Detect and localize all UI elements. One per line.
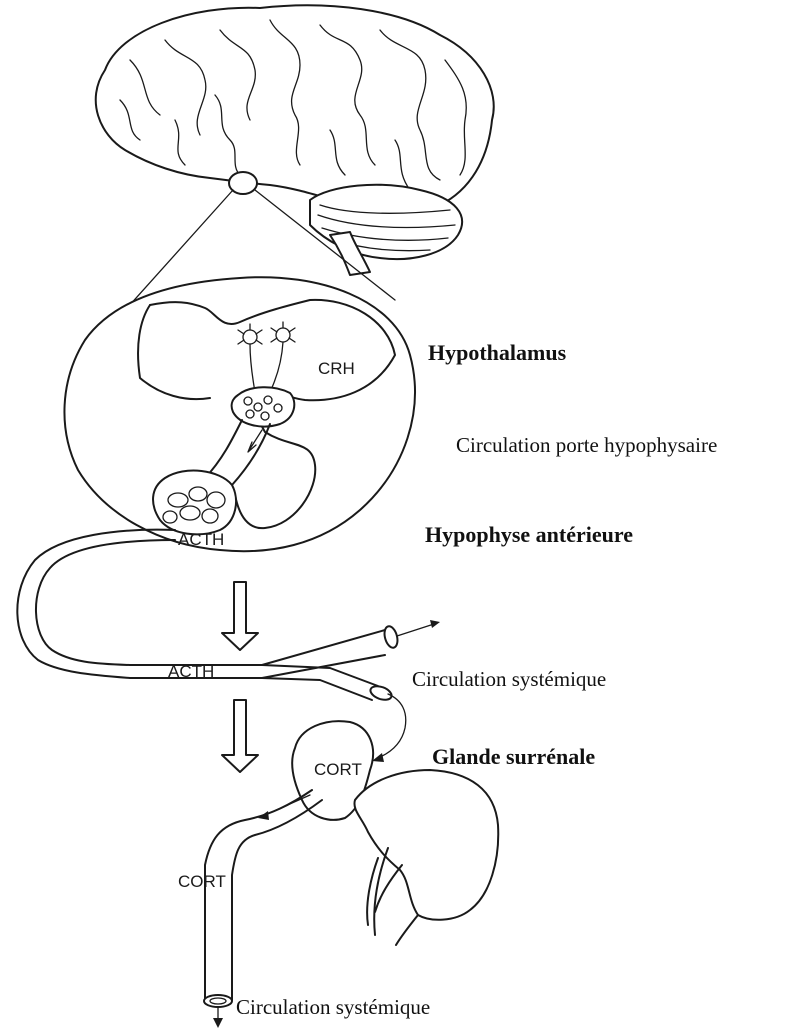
portal-circulation-caption: Circulation porte hypophysaire [456,433,717,458]
acth-pituitary-label: ACTH [178,530,224,549]
acth-vessel-label: ACTH [168,662,214,681]
arrow-down-icon [222,700,258,772]
acth-blood-vessel: ACTH [17,530,440,762]
anterior-pituitary-caption: Hypophyse antérieure [425,522,633,548]
cort-blood-vessel: CORT [178,790,322,1028]
kidney-illustration [354,770,498,945]
systemic-circulation-caption-2: Circulation systémique [236,995,430,1020]
adrenal-gland-caption: Glande surrénale [432,744,595,770]
arrow-down-icon [222,582,258,650]
cort-gland-label: CORT [314,760,362,779]
brain-illustration [96,5,494,275]
magnified-hypothalamus-pituitary: CRH ACTH [64,277,414,551]
crh-label: CRH [318,359,355,378]
cort-vessel-label: CORT [178,872,226,891]
hypothalamus-caption: Hypothalamus [428,340,566,366]
systemic-circulation-caption-1: Circulation systémique [412,667,606,692]
